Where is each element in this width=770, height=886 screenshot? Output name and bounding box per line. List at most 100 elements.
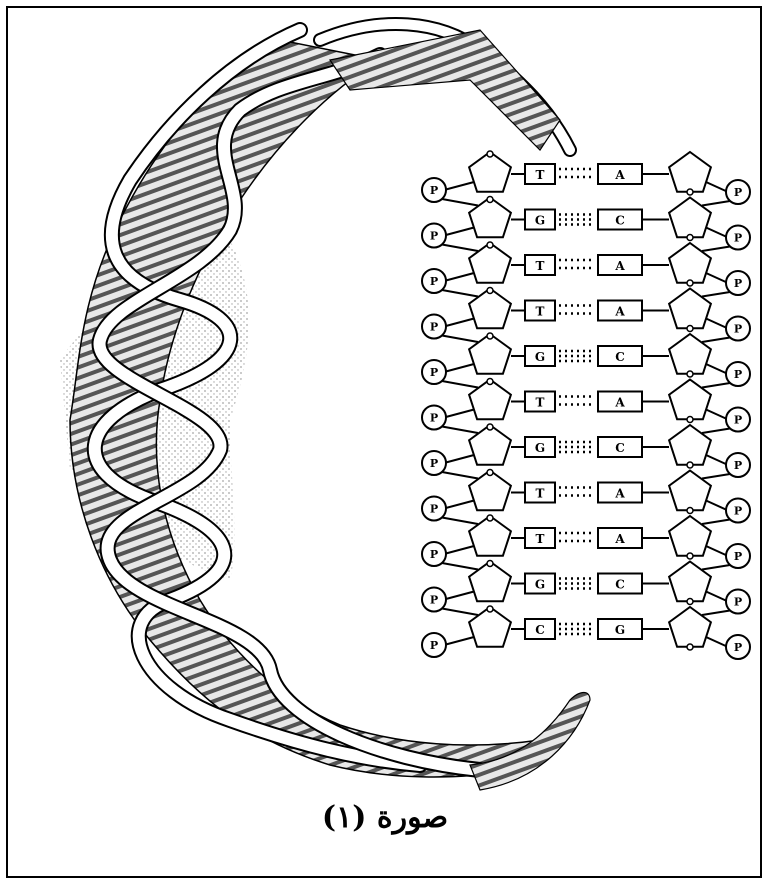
left-sugar-ring bbox=[469, 380, 511, 420]
left-phosphate-label: P bbox=[430, 275, 438, 288]
base-pair-row: T A P P bbox=[422, 151, 750, 206]
left-sugar-ring bbox=[469, 425, 511, 465]
right-phosphate-label: P bbox=[734, 414, 742, 427]
left-phosphate-label: P bbox=[430, 412, 438, 425]
right-phosphate-label: P bbox=[734, 459, 742, 472]
right-phosphate-label: P bbox=[734, 641, 742, 654]
right-base-label: C bbox=[615, 578, 625, 592]
left-sugar-ring bbox=[469, 243, 511, 283]
right-base-label: G bbox=[615, 623, 625, 637]
right-base-label: A bbox=[614, 305, 625, 319]
right-sugar-oxygen bbox=[687, 235, 693, 241]
left-phosphate-label: P bbox=[430, 230, 438, 243]
left-phosphate-link bbox=[444, 364, 474, 372]
right-backbone-link bbox=[702, 429, 730, 434]
left-phosphate-label: P bbox=[430, 548, 438, 561]
right-base-label: A bbox=[614, 532, 625, 546]
left-phosphate-link bbox=[444, 228, 474, 236]
right-phosphate-link bbox=[706, 228, 728, 238]
left-sugar-oxygen bbox=[487, 197, 493, 203]
left-phosphate-label: P bbox=[430, 594, 438, 607]
left-backbone-link bbox=[442, 609, 478, 616]
right-phosphate-label: P bbox=[734, 505, 742, 518]
right-sugar-oxygen bbox=[687, 280, 693, 286]
right-sugar-oxygen bbox=[687, 371, 693, 377]
left-sugar-oxygen bbox=[487, 151, 493, 157]
left-sugar-oxygen bbox=[487, 561, 493, 567]
left-backbone-link bbox=[442, 563, 478, 570]
left-backbone-link bbox=[442, 518, 478, 525]
left-phosphate-label: P bbox=[430, 366, 438, 379]
right-phosphate-link bbox=[706, 182, 728, 192]
right-sugar-ring bbox=[669, 562, 711, 602]
right-sugar-oxygen bbox=[687, 462, 693, 468]
right-phosphate-label: P bbox=[734, 186, 742, 199]
right-sugar-ring bbox=[669, 334, 711, 374]
left-backbone-link bbox=[442, 472, 478, 479]
right-base-label: C bbox=[615, 214, 625, 228]
left-sugar-oxygen bbox=[487, 379, 493, 385]
left-sugar-ring bbox=[469, 198, 511, 238]
right-sugar-ring bbox=[669, 516, 711, 556]
left-phosphate-link bbox=[444, 273, 474, 281]
left-backbone-link bbox=[442, 290, 478, 297]
left-backbone-link bbox=[442, 336, 478, 343]
right-sugar-oxygen bbox=[687, 189, 693, 195]
left-phosphate-label: P bbox=[430, 457, 438, 470]
left-base-label: T bbox=[536, 259, 545, 273]
right-sugar-oxygen bbox=[687, 553, 693, 559]
left-sugar-ring bbox=[469, 471, 511, 511]
right-sugar-ring bbox=[669, 198, 711, 238]
left-phosphate-label: P bbox=[430, 184, 438, 197]
left-base-label: C bbox=[535, 623, 545, 637]
right-phosphate-link bbox=[706, 637, 728, 647]
left-phosphate-link bbox=[444, 410, 474, 418]
left-sugar-oxygen bbox=[487, 515, 493, 521]
left-phosphate-link bbox=[444, 637, 474, 645]
right-sugar-ring bbox=[669, 243, 711, 283]
right-base-label: A bbox=[614, 487, 625, 501]
right-sugar-ring bbox=[669, 471, 711, 511]
left-backbone-link bbox=[442, 427, 478, 434]
left-backbone-link bbox=[442, 381, 478, 388]
left-sugar-ring bbox=[469, 152, 511, 192]
left-backbone-link bbox=[442, 199, 478, 206]
left-base-label: G bbox=[535, 441, 545, 455]
left-sugar-ring bbox=[469, 516, 511, 556]
right-sugar-oxygen bbox=[687, 599, 693, 605]
nucleotide-ladder: TAPPGCPPTAPPTAPPGCPPTAPPGCPPTAPPTAPPGCPP… bbox=[422, 151, 750, 659]
left-sugar-oxygen bbox=[487, 333, 493, 339]
left-sugar-ring bbox=[469, 289, 511, 329]
left-sugar-ring bbox=[469, 562, 511, 602]
left-phosphate-label: P bbox=[430, 639, 438, 652]
right-phosphate-link bbox=[706, 592, 728, 602]
right-sugar-oxygen bbox=[687, 417, 693, 423]
left-base-label: T bbox=[536, 487, 545, 501]
left-base-label: T bbox=[536, 305, 545, 319]
right-backbone-link bbox=[702, 611, 730, 616]
right-phosphate-label: P bbox=[734, 596, 742, 609]
right-base-label: A bbox=[614, 168, 625, 182]
left-sugar-ring bbox=[469, 607, 511, 647]
left-sugar-oxygen bbox=[487, 242, 493, 248]
right-phosphate-label: P bbox=[734, 323, 742, 336]
right-phosphate-link bbox=[706, 455, 728, 465]
figure-caption: صورة (١) bbox=[0, 800, 770, 835]
left-sugar-ring bbox=[469, 334, 511, 374]
right-backbone-link bbox=[702, 565, 730, 570]
right-phosphate-label: P bbox=[734, 368, 742, 381]
right-phosphate-link bbox=[706, 319, 728, 329]
right-backbone-link bbox=[702, 520, 730, 525]
right-backbone-link bbox=[702, 292, 730, 297]
left-sugar-oxygen bbox=[487, 606, 493, 612]
left-base-label: T bbox=[536, 396, 545, 410]
left-phosphate-link bbox=[444, 546, 474, 554]
right-backbone-link bbox=[702, 383, 730, 388]
right-sugar-oxygen bbox=[687, 508, 693, 514]
left-phosphate-link bbox=[444, 501, 474, 509]
right-base-label: A bbox=[614, 396, 625, 410]
left-base-label: T bbox=[536, 168, 545, 182]
right-backbone-link bbox=[702, 201, 730, 206]
right-sugar-ring bbox=[669, 425, 711, 465]
left-phosphate-link bbox=[444, 455, 474, 463]
